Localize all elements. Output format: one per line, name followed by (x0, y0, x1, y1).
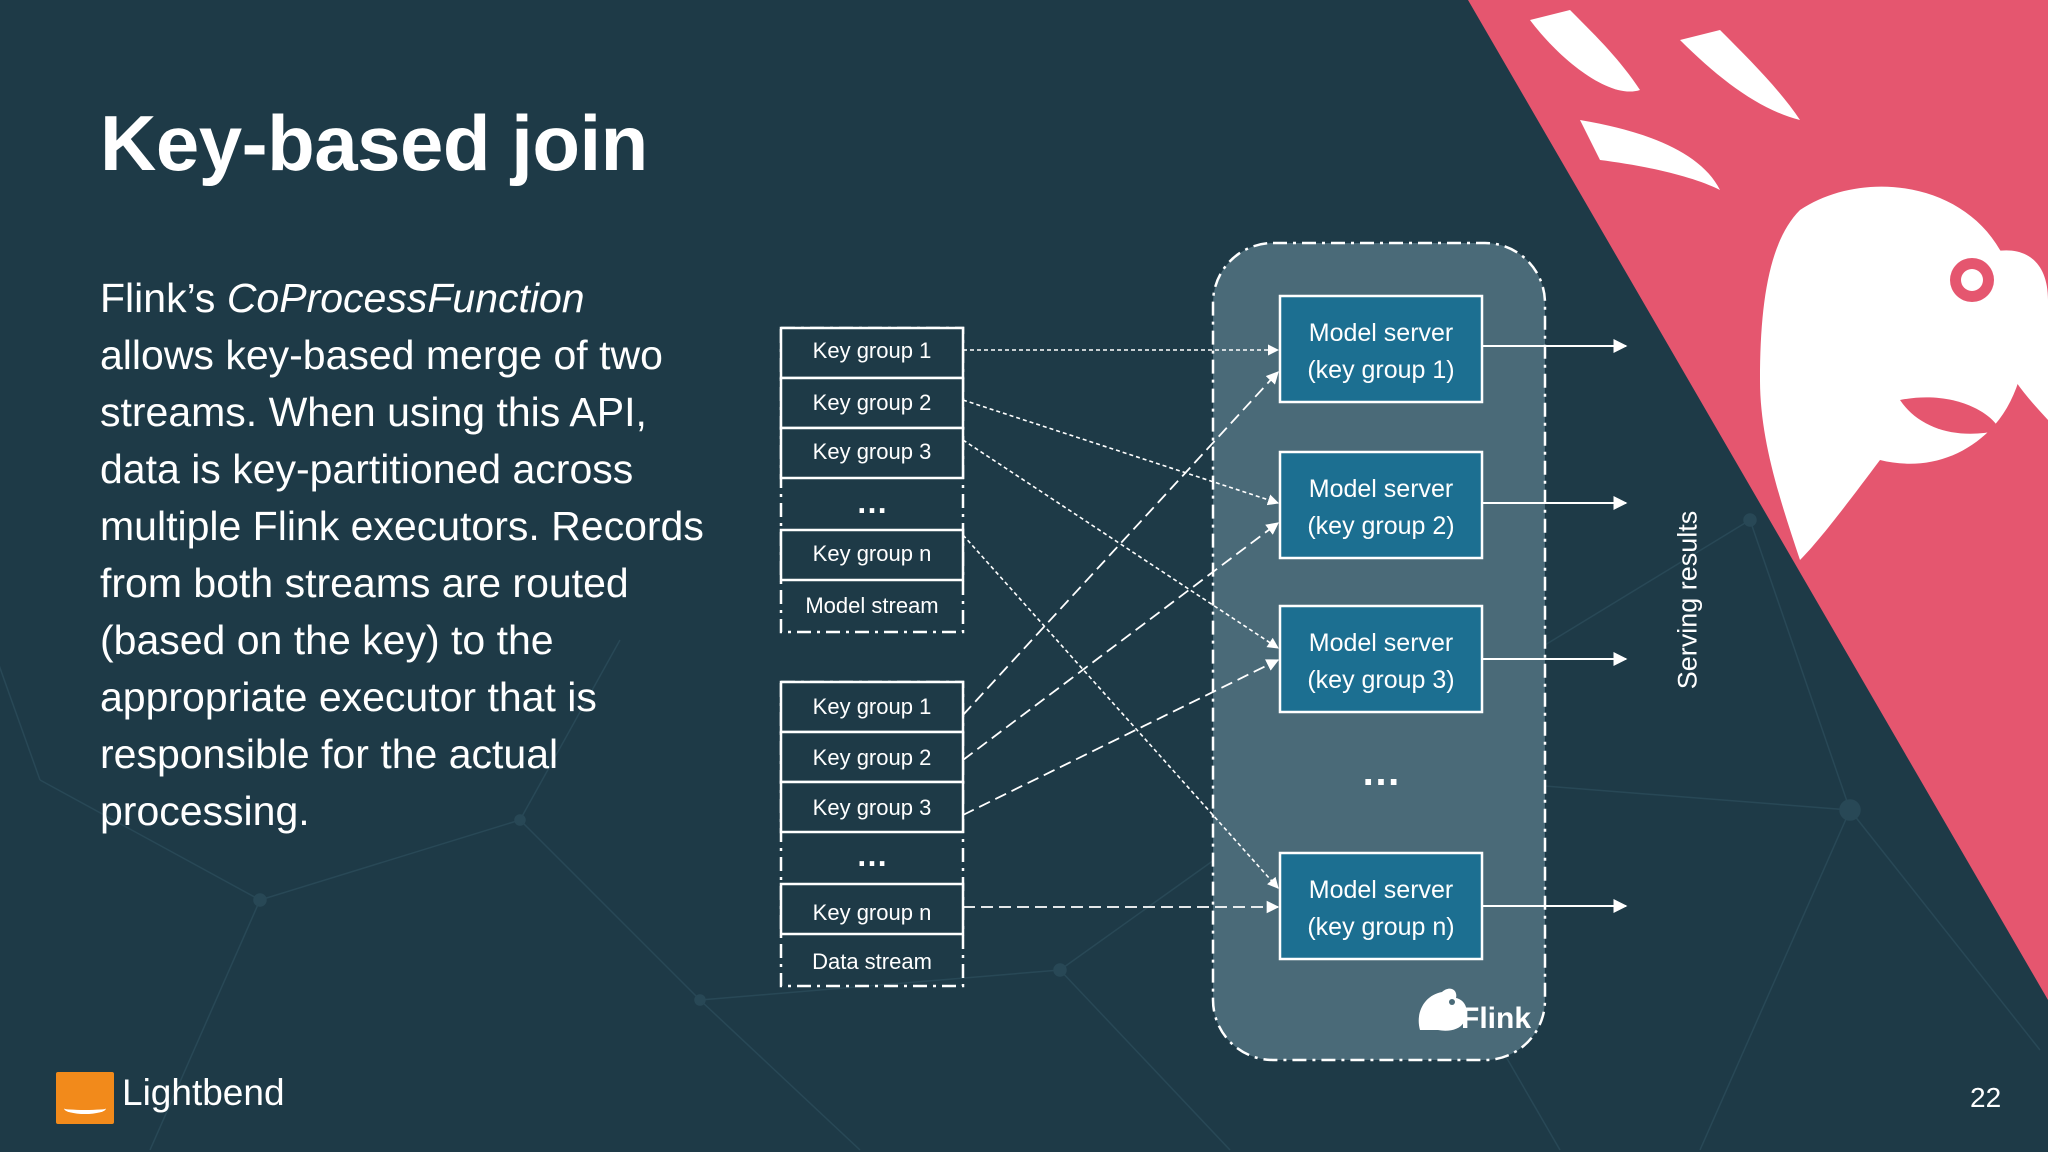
model-stream-label: Model stream (805, 593, 938, 618)
model-server-1-title: Model server (1309, 319, 1454, 347)
serving-output-arrows (1482, 339, 1628, 913)
lightbend-icon (56, 1072, 114, 1124)
model-server-3: Model server (key group 3) (1278, 604, 1484, 714)
model-stream-connectors (962, 344, 1280, 889)
serving-results-label: Serving results (1672, 510, 1703, 690)
model-key-group-3-label: Key group 3 (813, 439, 932, 464)
model-key-group-n: Key group n (779, 528, 965, 582)
model-key-group-1: Key group 1 (779, 326, 965, 380)
flink-logo-text: Flink (1461, 1002, 1531, 1035)
data-key-group-2: Key group 2 (779, 730, 965, 784)
model-key-group-2: Key group 2 (779, 376, 965, 430)
model-key-group-1-label: Key group 1 (813, 338, 932, 363)
model-key-group-n-label: Key group n (813, 541, 932, 566)
model-server-3-title: Model server (1309, 629, 1454, 657)
model-server-1: Model server (key group 1) (1278, 294, 1484, 404)
model-server-1-key: (key group 1) (1307, 356, 1454, 384)
data-stream: Key group 1 Key group 2 Key group 3 … Ke… (779, 680, 965, 988)
model-server-2: Model server (key group 2) (1278, 450, 1484, 560)
data-key-group-2-label: Key group 2 (813, 745, 932, 770)
model-server-n-title: Model server (1309, 876, 1454, 904)
data-stream-ellipsis: … (856, 837, 888, 873)
model-arrow-kg2 (962, 399, 1280, 506)
data-key-group-1: Key group 1 (779, 680, 965, 734)
data-key-group-n: Key group n (779, 882, 965, 936)
model-server-n: Model server (key group n) (1278, 851, 1484, 961)
model-key-group-2-label: Key group 2 (813, 390, 932, 415)
model-stream: Key group 1 Key group 2 Key group 3 … Ke… (779, 326, 965, 634)
data-stream-label: Data stream (812, 949, 932, 974)
data-arrow-kg3 (962, 659, 1280, 816)
data-key-group-3: Key group 3 (779, 780, 965, 834)
model-server-2-title: Model server (1309, 475, 1454, 503)
page-number: 22 (1970, 1082, 2002, 1113)
data-key-group-3-label: Key group 3 (813, 795, 932, 820)
body-paragraph: Flink’s CoProcessFunction allows key-base… (100, 270, 720, 840)
body-rest: allows key-based merge of two streams. W… (100, 332, 704, 834)
model-server-3-key: (key group 3) (1307, 666, 1454, 694)
slide-title: Key-based join (100, 99, 648, 187)
data-arrow-kg1 (962, 371, 1279, 716)
body-prefix: Flink’s (100, 275, 227, 321)
flink-squirrel-icon (1418, 988, 1467, 1031)
model-arrow-kgn (962, 534, 1279, 889)
model-key-group-3: Key group 3 (779, 426, 965, 480)
data-key-group-1-label: Key group 1 (813, 694, 932, 719)
flink-squirrel-mascot (1468, 0, 2048, 1000)
model-server-2-key: (key group 2) (1307, 512, 1454, 540)
lightbend-logo-text: Lightbend (122, 1072, 285, 1113)
model-server-n-key: (key group n) (1307, 913, 1454, 941)
data-arrow-kg2 (962, 522, 1280, 761)
data-stream-connectors (962, 371, 1280, 914)
flink-logo: Flink (1418, 988, 1531, 1035)
data-key-group-n-label: Key group n (813, 900, 932, 925)
model-servers-ellipsis: … (1361, 750, 1401, 794)
model-stream-ellipsis: … (856, 484, 888, 520)
body-emphasis: CoProcessFunction (226, 275, 585, 321)
